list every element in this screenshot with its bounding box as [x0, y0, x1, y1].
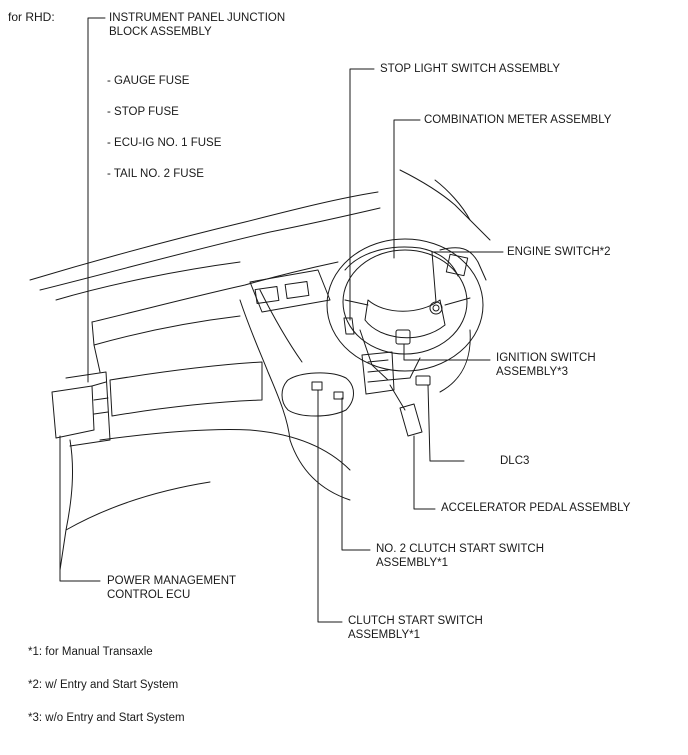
center-console-right [259, 289, 303, 363]
leader-ignition-switch [403, 343, 491, 361]
leader-accelerator-pedal [413, 435, 436, 510]
label-combination-meter: COMBINATION METER ASSEMBLY [424, 113, 611, 127]
power-management-ecu [51, 385, 95, 439]
label-ignition-switch-line-1: IGNITION SWITCH [496, 352, 596, 364]
center-console-left [239, 299, 291, 441]
center-stack-panel [249, 269, 331, 313]
label-accelerator-pedal-line-1: ACCELERATOR PEDAL ASSEMBLY [441, 502, 631, 514]
windshield-inner-edge [39, 207, 381, 291]
a-pillar-inner [434, 179, 471, 221]
leader-dlc3 [427, 384, 465, 462]
no2-clutch-start-switch [333, 391, 344, 400]
a-pillar [399, 169, 491, 241]
footnote-1: *1: for Manual Transaxle [28, 646, 153, 658]
engine-switch [429, 301, 443, 315]
right-dash-edge [439, 247, 487, 281]
label-instrument-panel-jb-line-2: BLOCK ASSEMBLY [109, 26, 212, 38]
lower-dash-curve [99, 428, 351, 471]
clutch-start-switch [311, 381, 323, 391]
page-title: for RHD: [8, 10, 55, 24]
dlc3-connector [415, 375, 431, 386]
leader-clutch-start-switch [317, 389, 343, 623]
label-clutch-start-switch-line-2: ASSEMBLY*1 [348, 629, 421, 641]
footnote-3: *3: w/o Entry and Start System [28, 712, 185, 724]
leader-engine-switch [431, 251, 504, 303]
label-dlc3: DLC3 [500, 454, 529, 468]
glovebox-outline [109, 361, 263, 417]
vent-left [254, 286, 280, 304]
ignition-switch [395, 329, 411, 345]
pedal-bracket-detail [367, 359, 389, 383]
junction-block [65, 371, 111, 447]
steering-spoke-right [444, 297, 471, 306]
meter-hood [344, 246, 459, 277]
label-clutch-start-switch-line-1: CLUTCH START SWITCH [348, 615, 483, 627]
kick-panel [65, 481, 211, 531]
fuse-gauge: - GAUGE FUSE [107, 75, 190, 87]
label-ignition-switch: IGNITION SWITCH ASSEMBLY*3 [496, 351, 596, 379]
label-power-management-ecu: POWER MANAGEMENT CONTROL ECU [107, 574, 236, 602]
leader-stop-light-switch [349, 68, 375, 321]
accelerator-pedal-pad [399, 403, 423, 437]
steering-hub [364, 299, 446, 339]
stop-light-switch [343, 317, 355, 335]
leader-combination-meter [393, 119, 421, 259]
junction-block-detail [91, 381, 109, 415]
dashboard-left-end [91, 321, 101, 373]
console-lower [289, 439, 351, 501]
fuse-tail: - TAIL NO. 2 FUSE [107, 168, 204, 180]
dash-top-left [55, 261, 241, 301]
label-engine-switch-line-1: ENGINE SWITCH*2 [507, 246, 611, 258]
label-engine-switch: ENGINE SWITCH*2 [507, 245, 611, 259]
label-instrument-panel-jb: INSTRUMENT PANEL JUNCTION BLOCK ASSEMBLY [109, 11, 285, 39]
label-ignition-switch-line-2: ASSEMBLY*3 [496, 366, 569, 378]
label-no2-clutch-start-switch-line-2: ASSEMBLY*1 [376, 557, 449, 569]
steering-wheel-outer [326, 238, 484, 372]
label-instrument-panel-jb-line-1: INSTRUMENT PANEL JUNCTION [109, 12, 286, 24]
pedal-bracket [361, 351, 395, 395]
footnote-2: *2: w/ Entry and Start System [28, 679, 179, 691]
label-accelerator-pedal: ACCELERATOR PEDAL ASSEMBLY [441, 501, 630, 515]
dashboard-top-surface [91, 261, 339, 323]
lower-dash-left [59, 439, 73, 571]
label-dlc3-line-1: DLC3 [500, 455, 530, 467]
leader-no2-clutch-switch [341, 397, 371, 551]
steering-spoke-left [344, 299, 369, 306]
leader-power-management-ecu [59, 435, 101, 582]
fuse-ecu-ig: - ECU-IG NO. 1 FUSE [107, 137, 222, 149]
accelerator-pedal-arm [389, 384, 406, 411]
label-stop-light-switch-line-1: STOP LIGHT SWITCH ASSEMBLY [380, 63, 561, 75]
label-no2-clutch-start-switch-line-1: NO. 2 CLUTCH START SWITCH [376, 543, 545, 555]
right-lower-panel [439, 329, 471, 393]
steering-wheel-inner [342, 249, 468, 355]
label-combination-meter-line-1: COMBINATION METER ASSEMBLY [424, 114, 612, 126]
shift-console [281, 372, 354, 417]
fuse-stop: - STOP FUSE [107, 106, 179, 118]
engine-switch-inner [432, 304, 440, 312]
windshield-lower-edge [29, 191, 379, 281]
label-clutch-start-switch: CLUTCH START SWITCH ASSEMBLY*1 [348, 614, 483, 642]
leader-instrument-panel-jb [87, 17, 106, 383]
label-power-management-ecu-line-1: POWER MANAGEMENT [107, 575, 237, 587]
label-no2-clutch-start-switch: NO. 2 CLUTCH START SWITCH ASSEMBLY*1 [376, 542, 544, 570]
right-vent [445, 253, 469, 277]
vent-right [284, 281, 310, 299]
label-power-management-ecu-line-2: CONTROL ECU [107, 589, 191, 601]
dashboard-front-edge [93, 315, 241, 346]
label-stop-light-switch: STOP LIGHT SWITCH ASSEMBLY [380, 62, 560, 76]
